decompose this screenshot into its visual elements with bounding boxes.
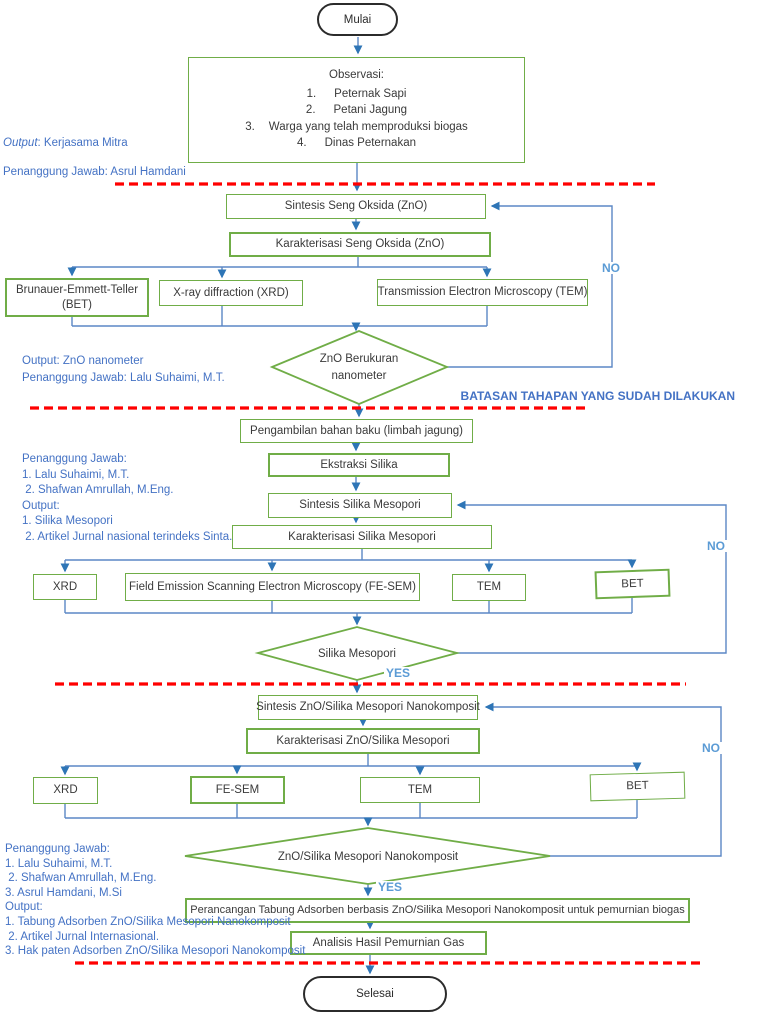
annotation-output-zno: Output: ZnO nanometer (22, 355, 144, 367)
annotation-line: Output: (5, 901, 43, 914)
annotation-line: 2. Artikel Jurnal nasional terindeks Sin… (22, 530, 233, 543)
observasi-item-2: 2. Petani Jagung (189, 102, 524, 119)
connectors (60, 37, 727, 975)
fesem-box-stage3: FE-SEM (190, 776, 285, 804)
observasi-content: Observasi: 1. Peternak Sapi 2. Petani Ja… (189, 68, 524, 151)
no-label-stage2: NO (705, 539, 727, 553)
start-terminator: Mulai (317, 3, 398, 36)
sintesis-silika-mesopori-box: Sintesis Silika Mesopori (268, 493, 452, 518)
annotation-line: Penanggung Jawab: (5, 843, 110, 855)
bet-box-stage3: BET (589, 771, 686, 802)
observasi-item-1: 1. Peternak Sapi (189, 86, 524, 103)
item-number: 1. (306, 87, 317, 100)
bet-box-stage2: BET (594, 568, 671, 600)
annotation-line: 3. Hak paten Adsorben ZnO/Silika Mesopor… (5, 945, 306, 958)
output-italic-label: Output (3, 137, 38, 149)
decision-diamond-3 (184, 827, 551, 885)
phase-dividers (30, 182, 705, 965)
item-number: 4. (296, 137, 307, 150)
tem-box-stage1: Transmission Electron Microscopy (TEM) (377, 279, 588, 306)
annotation-line: 3. Asrul Hamdani, M.Si (5, 886, 122, 899)
observasi-title: Observasi: (329, 69, 384, 82)
annotation-output-mitra: Output: Kerjasama Mitra (3, 136, 128, 151)
bet-box-stage1: Brunauer-Emmett-Teller (BET) (5, 278, 149, 317)
observasi-item-4: 4. Dinas Peternakan (189, 135, 524, 152)
decision-nanokomposit: ZnO/Silika Mesopori Nanokomposit (277, 851, 459, 863)
end-terminator: Selesai (303, 976, 447, 1012)
decision-zno-nanometer: ZnO Berukuran nanometer (319, 353, 399, 382)
decision-diamond-1 (269, 330, 450, 405)
ekstraksi-silika-box: Ekstraksi Silika (268, 453, 450, 477)
karakterisasi-nanokomposit-box: Karakterisasi ZnO/Silika Mesopori (246, 728, 480, 754)
annotation-line: 1. Silika Mesopori (22, 515, 113, 528)
annotation-block2: Output: ZnO nanometer Penanggung Jawab: … (22, 353, 225, 387)
tem-box-stage2: TEM (452, 574, 526, 601)
item-text: Dinas Peternakan (324, 137, 416, 150)
annotation-line: 2. Artikel Jurnal Internasional. (5, 930, 160, 943)
annotation-line: Output: (22, 499, 60, 512)
annotation-pj-asrul: Penanggung Jawab: Asrul Hamdani (3, 166, 186, 178)
decision-diamond-2 (254, 626, 461, 681)
observasi-box: Observasi: 1. Peternak Sapi 2. Petani Ja… (188, 57, 525, 163)
annotation-block4: Penanggung Jawab: 1. Lalu Suhaimi, M.T. … (5, 842, 305, 959)
xrd-box-stage1: X-ray diffraction (XRD) (159, 280, 303, 306)
sintesis-zno-box: Sintesis Seng Oksida (ZnO) (226, 194, 486, 219)
annotation-line: 1. Tabung Adsorben ZnO/Silika Mesopori N… (5, 915, 291, 928)
karakterisasi-silika-mesopori-box: Karakterisasi Silika Mesopori (232, 525, 492, 549)
yes-label-stage3: YES (376, 880, 405, 894)
item-number: 3. (245, 120, 255, 133)
yes-label-stage2: YES (384, 666, 413, 680)
karakterisasi-zno-box: Karakterisasi Seng Oksida (ZnO) (229, 232, 491, 257)
annotation-block3: Penanggung Jawab: 1. Lalu Suhaimi, M.T. … (22, 452, 232, 546)
sintesis-nanokomposit-box: Sintesis ZnO/Silika Mesopori Nanokomposi… (256, 695, 480, 720)
tem-box-stage3: TEM (360, 777, 480, 803)
item-text: Warga yang telah memproduksi biogas (268, 120, 468, 133)
output-value: : Kerjasama Mitra (37, 137, 128, 149)
item-text: Peternak Sapi (334, 87, 407, 100)
annotation-line: 1. Lalu Suhaimi, M.T. (22, 468, 130, 481)
item-number: 2. (305, 104, 316, 117)
xrd-box-stage3: XRD (33, 777, 98, 804)
xrd-box-stage2: XRD (33, 574, 97, 600)
observasi-item-3: 3. Warga yang telah memproduksi biogas (189, 119, 524, 136)
no-label-stage3: NO (700, 741, 722, 755)
batasan-heading: BATASAN TAHAPAN YANG SUDAH DILAKUKAN (460, 389, 735, 403)
perancangan-tabung-box: Perancangan Tabung Adsorben berbasis ZnO… (185, 898, 690, 923)
annotation-line: 2. Shafwan Amrullah, M.Eng. (22, 484, 174, 497)
annotation-line: 2. Shafwan Amrullah, M.Eng. (5, 872, 157, 885)
fesem-box-stage2: Field Emission Scanning Electron Microsc… (125, 573, 420, 601)
decision-diamonds (184, 330, 551, 885)
item-text: Petani Jagung (333, 104, 408, 117)
decision-silika-mesopori: Silika Mesopori (318, 648, 396, 660)
annotation-line: 1. Lalu Suhaimi, M.T. (5, 857, 113, 870)
bahan-baku-box: Pengambilan bahan baku (limbah jagung) (240, 419, 473, 443)
analisis-gas-box: Analisis Hasil Pemurnian Gas (290, 931, 487, 955)
annotation-line: Penanggung Jawab: (22, 453, 127, 465)
no-label-stage1: NO (600, 261, 622, 275)
annotation-pj-lalu: Penanggung Jawab: Lalu Suhaimi, M.T. (22, 372, 225, 384)
